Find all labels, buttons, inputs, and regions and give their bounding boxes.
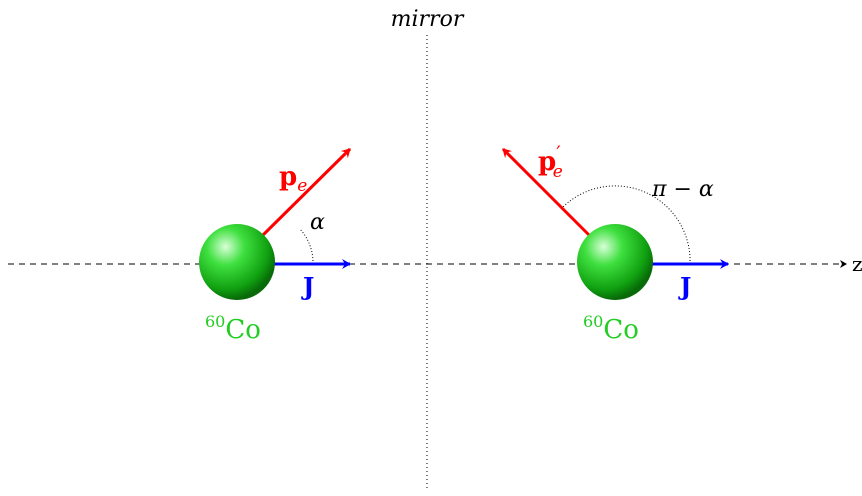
left-nucleus-icon <box>199 224 275 300</box>
left-momentum-label: pe <box>279 162 307 196</box>
left-system: pe α J 60Co <box>199 147 352 345</box>
right-angle-label: π − α <box>651 177 714 202</box>
right-nucleus-icon <box>577 224 653 300</box>
right-spin-label: J <box>678 272 691 301</box>
right-momentum-arrow <box>501 147 592 238</box>
left-momentum-arrow <box>260 147 352 238</box>
right-angle-arc <box>559 185 691 265</box>
right-momentum-label: p′e <box>538 141 563 182</box>
z-axis-label: z <box>852 252 862 276</box>
left-spin-label: J <box>301 272 314 301</box>
left-nucleus-label: 60Co <box>205 312 261 345</box>
mirror-label: mirror <box>391 7 465 32</box>
left-angle-label: α <box>310 210 325 235</box>
right-nucleus-label: 60Co <box>583 312 639 345</box>
right-system: p′e π − α J 60Co <box>501 141 729 345</box>
